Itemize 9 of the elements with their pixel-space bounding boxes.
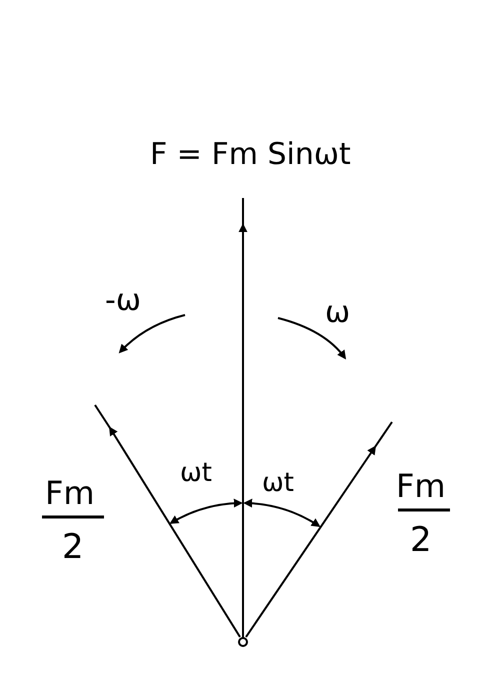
magnitude-label: Fm bbox=[396, 470, 446, 502]
rotation-label: -ω bbox=[105, 286, 141, 316]
angle-label: ωt bbox=[262, 470, 294, 496]
fraction-denominator: 2 bbox=[410, 523, 432, 557]
magnitude-label: Fm bbox=[45, 477, 95, 509]
rotation-label: ω bbox=[325, 298, 350, 328]
angle-label: ωt bbox=[180, 460, 212, 486]
formula-label: F = Fm Sinωt bbox=[150, 140, 351, 170]
fraction-denominator: 2 bbox=[62, 530, 84, 564]
